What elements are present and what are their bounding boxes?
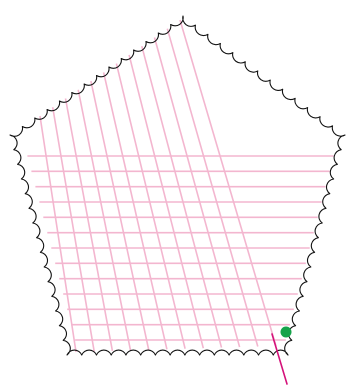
diagonal-strand [142, 46, 222, 347]
start-marker-dot [281, 327, 292, 338]
working-strand [272, 334, 287, 384]
horizontal-strands [27, 156, 333, 340]
diagonal-strand [40, 116, 76, 352]
diagonal-strand [104, 72, 167, 349]
diagonal-strand [155, 38, 240, 348]
diagonal-strand [116, 64, 185, 349]
diagonal-strand [167, 29, 257, 347]
